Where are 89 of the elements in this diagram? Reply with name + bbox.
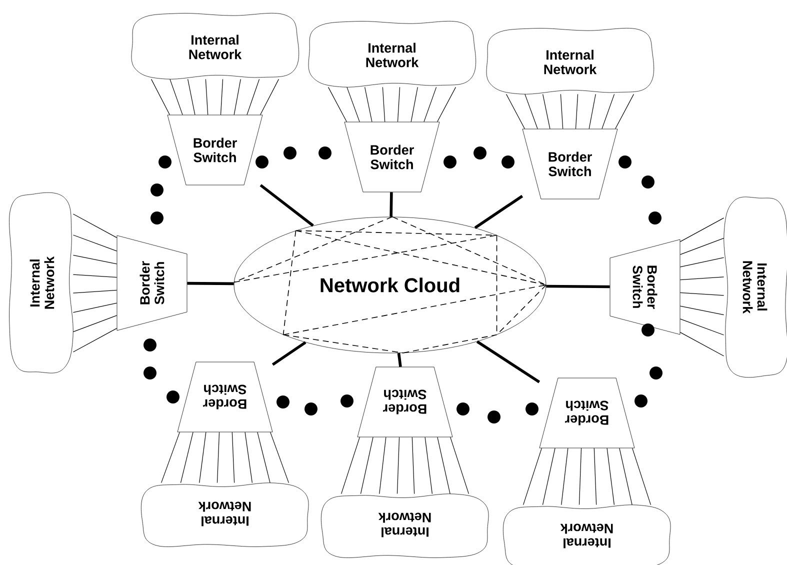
link-line bbox=[328, 86, 347, 122]
link-line bbox=[341, 436, 360, 494]
link-line bbox=[542, 94, 550, 130]
link-line bbox=[72, 234, 118, 252]
network-blob: Internal Network bbox=[9, 192, 74, 374]
link-line bbox=[199, 432, 206, 484]
link-line bbox=[272, 341, 306, 366]
link-line bbox=[588, 94, 596, 130]
link-line bbox=[205, 78, 208, 116]
link-line bbox=[524, 94, 538, 130]
link-line bbox=[606, 448, 614, 506]
link-line bbox=[72, 328, 118, 352]
link-line bbox=[72, 315, 118, 332]
link-line bbox=[560, 94, 564, 130]
link-line bbox=[72, 290, 118, 294]
link-line bbox=[72, 254, 118, 264]
link-line bbox=[257, 432, 270, 484]
link-line bbox=[680, 257, 724, 268]
link-line bbox=[680, 292, 724, 296]
link-line bbox=[602, 94, 615, 130]
link-line bbox=[260, 184, 314, 227]
link-line bbox=[234, 78, 241, 116]
link-line bbox=[680, 276, 724, 280]
link-line bbox=[437, 86, 456, 122]
link-line bbox=[424, 436, 432, 494]
link-line bbox=[542, 448, 556, 506]
link-line bbox=[680, 218, 724, 242]
switch-trapezoid: Border Switch bbox=[344, 122, 440, 192]
link-line bbox=[619, 448, 632, 506]
network-blob: Internal Network bbox=[724, 196, 787, 378]
switch-trapezoid: Border Switch bbox=[522, 128, 618, 200]
switch-trapezoid: Border Switch bbox=[116, 235, 188, 331]
link-line bbox=[216, 432, 220, 484]
switch-trapezoid: Border Switch bbox=[357, 366, 453, 438]
link-line bbox=[72, 274, 118, 278]
link-line bbox=[188, 78, 196, 116]
link-line bbox=[476, 340, 540, 384]
link-line bbox=[180, 432, 194, 484]
network-blob: Internal Network bbox=[502, 504, 671, 565]
link-line bbox=[450, 436, 470, 494]
link-line bbox=[150, 78, 170, 116]
network-blob: Internal Network bbox=[140, 482, 309, 547]
network-cloud: Network Cloud bbox=[234, 216, 546, 354]
link-line bbox=[575, 94, 578, 130]
link-line bbox=[546, 284, 610, 288]
link-line bbox=[364, 86, 372, 122]
link-line bbox=[474, 194, 524, 229]
link-line bbox=[594, 448, 597, 506]
link-line bbox=[220, 78, 224, 116]
link-line bbox=[390, 192, 393, 217]
network-blob: Internal Network bbox=[486, 28, 654, 94]
link-line bbox=[360, 436, 374, 494]
link-line bbox=[680, 238, 724, 255]
link-line bbox=[246, 78, 260, 116]
link-line bbox=[397, 86, 400, 122]
link-line bbox=[506, 94, 525, 130]
link-line bbox=[437, 436, 450, 494]
link-line bbox=[578, 448, 582, 506]
link-line bbox=[632, 448, 652, 506]
link-line bbox=[680, 332, 724, 356]
link-line bbox=[346, 86, 360, 122]
network-blob: Internal Network bbox=[131, 13, 300, 80]
link-line bbox=[396, 436, 400, 494]
link-line bbox=[680, 318, 724, 336]
link-line bbox=[160, 432, 180, 484]
link-line bbox=[561, 448, 568, 506]
link-line bbox=[680, 306, 724, 316]
switch-trapezoid: Border Switch bbox=[177, 362, 273, 432]
link-line bbox=[72, 214, 118, 238]
switch-trapezoid: Border Switch bbox=[539, 378, 635, 448]
link-line bbox=[397, 352, 402, 367]
link-line bbox=[260, 78, 280, 116]
link-line bbox=[382, 86, 386, 122]
link-line bbox=[424, 86, 437, 122]
link-line bbox=[232, 432, 235, 484]
link-line bbox=[170, 78, 183, 116]
link-line bbox=[187, 282, 234, 286]
link-line bbox=[615, 94, 634, 130]
switch-trapezoid: Border Switch bbox=[610, 239, 680, 335]
link-line bbox=[412, 436, 415, 494]
network-blob: Internal Network bbox=[320, 494, 489, 558]
switch-trapezoid: Border Switch bbox=[167, 114, 263, 186]
network-blob: Internal Network bbox=[308, 21, 476, 88]
link-line bbox=[72, 302, 118, 313]
link-line bbox=[270, 432, 290, 484]
link-line bbox=[244, 432, 252, 484]
link-line bbox=[410, 86, 418, 122]
link-line bbox=[523, 448, 542, 506]
link-line bbox=[379, 436, 386, 494]
